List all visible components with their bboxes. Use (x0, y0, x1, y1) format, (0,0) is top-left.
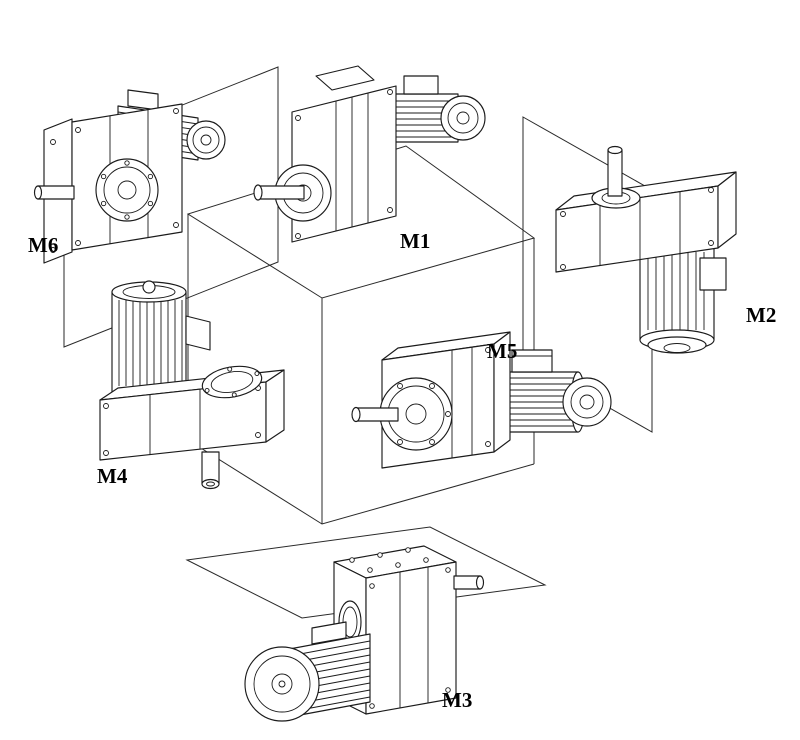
m3-output-shaft (453, 575, 485, 590)
label-m2: M2 (746, 303, 776, 327)
m3-motor-body (244, 621, 371, 722)
gearmotor-m2-illustration (555, 145, 737, 354)
gearmotor-m1-illustration (253, 65, 486, 243)
label-m5: M5 (487, 339, 517, 363)
m5-terminal-box (511, 349, 553, 373)
m2-terminal-box (699, 257, 727, 291)
m2-cooling-fins (647, 252, 705, 330)
m1-motor-body (387, 75, 486, 143)
gearmotor-m6-illustration (33, 89, 226, 264)
gearmotor-m4-illustration (99, 280, 285, 490)
m3-cooling-fins (283, 640, 371, 714)
mounting-plane-bottom (185, 526, 547, 619)
m5-cooling-fins (502, 377, 576, 427)
m4-input-cover (201, 365, 263, 399)
m4-terminal-box (185, 315, 211, 351)
label-m3: M3 (442, 688, 472, 712)
m5-motor-body (499, 349, 612, 433)
m6-output-shaft (33, 185, 75, 200)
label-m6: M6 (28, 233, 58, 257)
gearmotor-m3-illustration (244, 545, 485, 722)
mounting-plane-left (63, 66, 279, 348)
m4-cooling-fins (118, 300, 183, 386)
m3-terminal-box (311, 621, 347, 645)
m6-bearing-cover (95, 158, 159, 222)
m2-motor-body (639, 247, 727, 354)
m2-output-shaft (607, 145, 623, 197)
gearmotor-m5-illustration (351, 331, 612, 469)
m1-output-shaft (253, 184, 305, 201)
m1-terminal-box (403, 75, 439, 95)
m6-terminal-box (127, 89, 159, 111)
label-m1: M1 (400, 229, 430, 253)
m5-output-flange (379, 377, 453, 451)
m3-fan-cover (244, 646, 320, 722)
m5-fan-cover (562, 377, 612, 427)
m1-cooling-fins (390, 100, 456, 138)
label-m4: M4 (97, 464, 128, 488)
m1-fan-cover (440, 95, 486, 141)
m4-motor-body (111, 280, 211, 395)
m5-output-shaft (351, 406, 399, 423)
m4-output-shaft (201, 451, 220, 490)
